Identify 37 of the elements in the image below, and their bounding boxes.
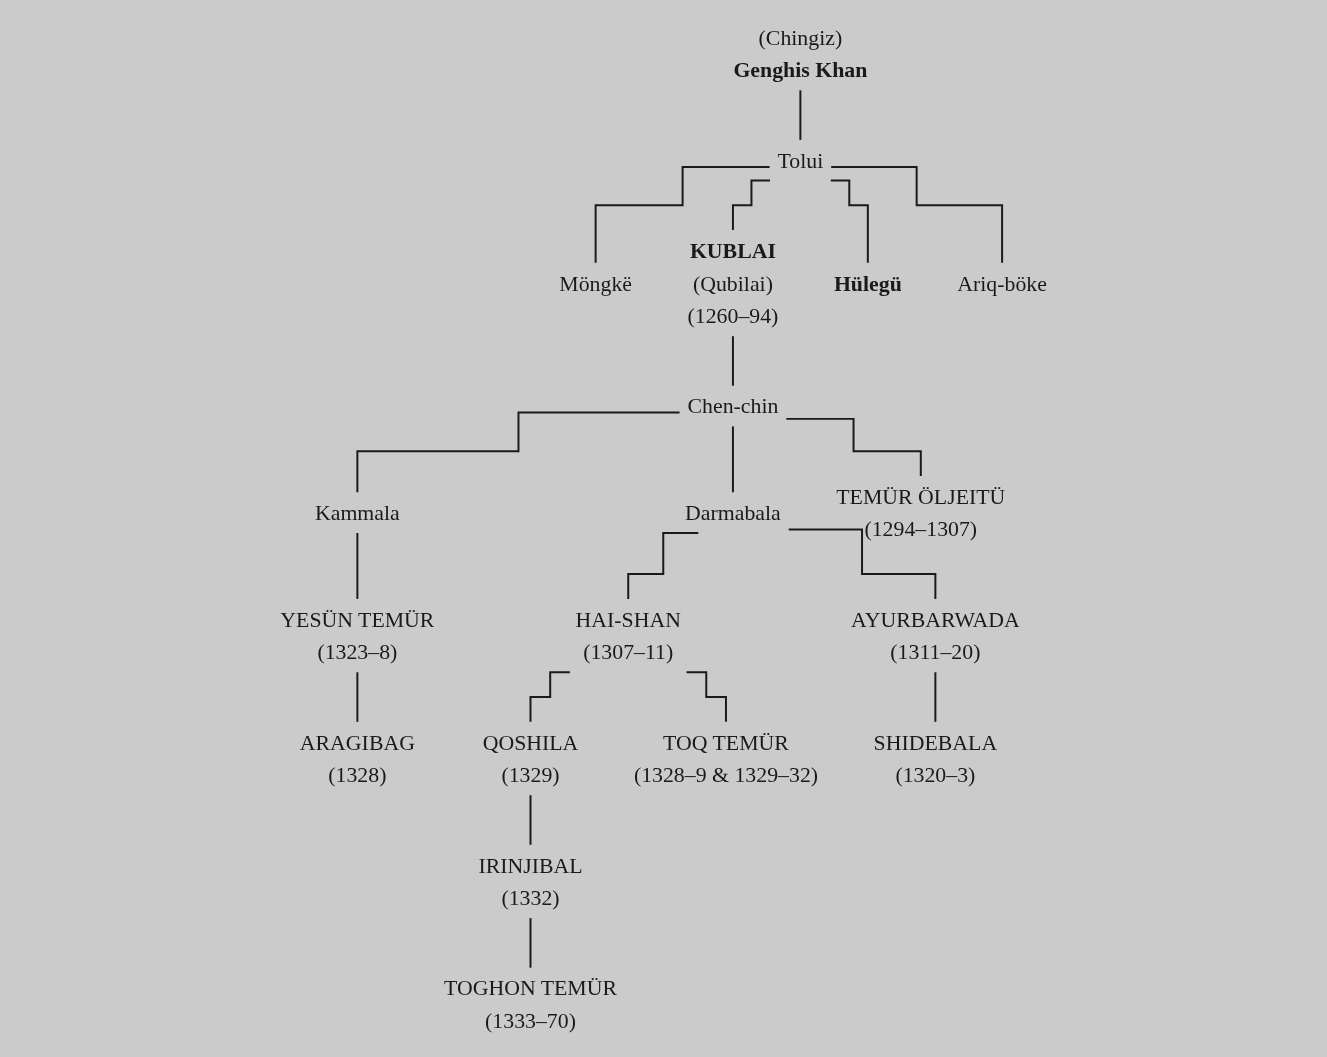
- node-text: HAI-SHAN (1307–11): [575, 606, 681, 664]
- connector: [799, 88, 802, 141]
- node-text: TEMÜR ÖLJEITÜ (1294–1307): [836, 483, 1006, 541]
- connector: [594, 165, 771, 264]
- node-text: KUBLAI (Qubilai) (1260–94): [687, 237, 779, 328]
- connector: [934, 670, 937, 723]
- node-text: Ariq-böke: [957, 270, 1047, 296]
- node-text: AYURBARWADA (1311–20): [850, 606, 1020, 664]
- connector: [356, 531, 359, 600]
- connector: [529, 793, 532, 846]
- node-text: YESÜN TEMÜR (1323–8): [280, 606, 435, 664]
- connector: [731, 179, 771, 231]
- node-text: Hülegü: [833, 270, 902, 296]
- connector: [627, 531, 700, 600]
- node-text: Kammala: [314, 499, 400, 525]
- connector: [731, 334, 734, 387]
- connector: [829, 179, 869, 264]
- connector: [787, 528, 937, 600]
- connector: [529, 916, 532, 969]
- node-text: Darmabala: [684, 499, 781, 525]
- node-text: TOGHON TEMÜR (1333–70): [443, 975, 617, 1033]
- node-text: Möngkë: [559, 270, 632, 296]
- node-text: ARAGIBAG (1328): [299, 729, 415, 787]
- node-text: IRINJIBAL (1332): [478, 852, 583, 910]
- connector: [830, 165, 1003, 264]
- node-text: QOSHILA (1329): [482, 729, 579, 787]
- connector: [731, 424, 734, 493]
- node-text: TOQ TEMÜR (1328–9 & 1329–32): [633, 729, 818, 787]
- connector: [356, 411, 681, 493]
- connector: [685, 670, 727, 723]
- connector: [356, 670, 359, 723]
- node-text: Tolui: [777, 147, 824, 173]
- node-text: (Chingiz) Genghis Khan: [733, 24, 868, 82]
- connector: [529, 670, 571, 723]
- connector: [785, 417, 922, 477]
- node-text: SHIDEBALA (1320–3): [873, 729, 998, 787]
- node-text: Chen-chin: [687, 393, 779, 418]
